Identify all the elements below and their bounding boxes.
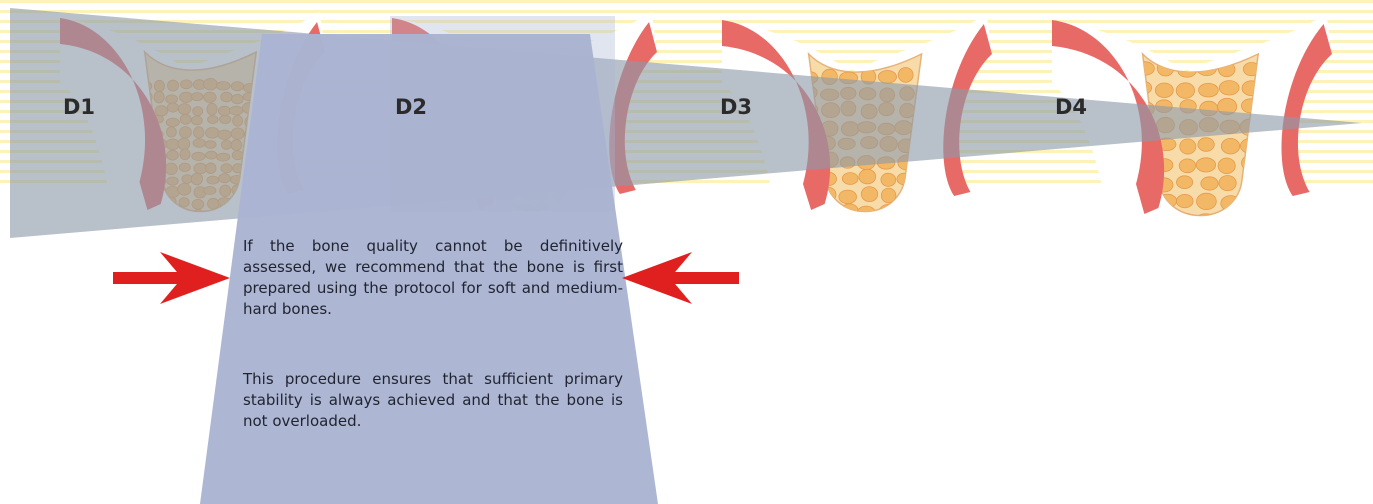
right-red-arrow xyxy=(622,252,739,304)
label-d3: D3 xyxy=(720,95,752,119)
recommendation-paragraph: If the bone quality cannot be definitive… xyxy=(243,236,623,320)
label-d2: D2 xyxy=(395,95,427,119)
left-red-arrow xyxy=(113,252,230,304)
label-d1: D1 xyxy=(63,95,95,119)
label-d4: D4 xyxy=(1055,95,1087,119)
procedure-paragraph: This procedure ensures that sufficient p… xyxy=(243,369,623,432)
